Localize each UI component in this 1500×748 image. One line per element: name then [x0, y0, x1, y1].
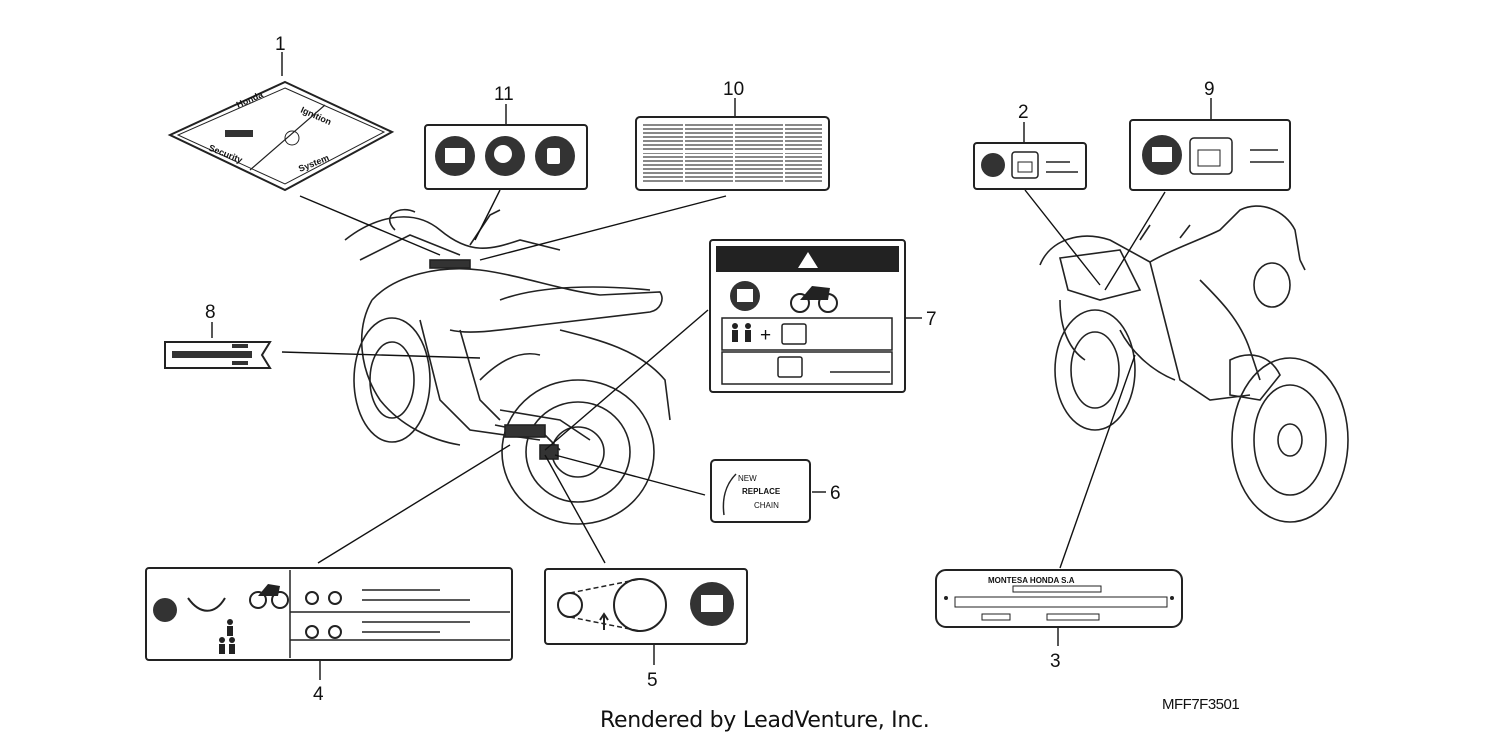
footer-credit: Rendered by LeadVenture, Inc. — [600, 708, 930, 733]
tire-icon — [153, 598, 177, 622]
chain-word-replace: REPLACE — [742, 487, 781, 496]
luggage-icon — [781, 323, 807, 345]
motorcycle-left-view — [344, 208, 671, 525]
plus-sign: + — [760, 325, 771, 346]
chain-replace-label: NEW REPLACE CHAIN — [710, 459, 811, 523]
tire-pressure-strip-label — [164, 341, 272, 369]
callout-10: 10 — [723, 79, 744, 100]
caution-icons-label — [424, 124, 588, 190]
callout-7: 7 — [926, 309, 937, 330]
luggage-large-label — [1129, 119, 1291, 191]
plate-text: MONTESA HONDA S.A — [988, 576, 1075, 585]
info-plate-label — [635, 116, 830, 191]
callout-1: 1 — [275, 34, 286, 55]
callout-2: 2 — [1018, 102, 1029, 123]
motorcycle-right-view — [1039, 205, 1349, 523]
load-warning-label: + — [709, 239, 906, 393]
chain-word-new: NEW — [738, 474, 757, 483]
callout-8: 8 — [205, 302, 216, 323]
tire-info-label — [145, 567, 513, 661]
chain-word-chain: CHAIN — [754, 501, 779, 510]
callout-5: 5 — [647, 670, 658, 691]
montesa-honda-plate: MONTESA HONDA S.A — [935, 569, 1183, 628]
luggage-small-label — [973, 142, 1087, 190]
diagram-code: MFF7F3501 — [1162, 696, 1240, 713]
warning-icon — [798, 252, 818, 268]
callout-9: 9 — [1204, 79, 1215, 100]
leader-lines — [211, 52, 1212, 680]
callout-11: 11 — [494, 84, 514, 105]
motorcycle-icon — [790, 286, 838, 313]
callout-numbers: 1 2 3 4 5 6 7 8 9 10 11 — [205, 34, 1215, 705]
rider-icon — [732, 323, 751, 342]
chain-adjust-label — [544, 568, 748, 645]
callout-3: 3 — [1050, 651, 1061, 672]
callout-6: 6 — [830, 483, 841, 504]
callout-4: 4 — [313, 684, 324, 705]
security-system-label: Honda Ignition Security System — [167, 80, 395, 192]
